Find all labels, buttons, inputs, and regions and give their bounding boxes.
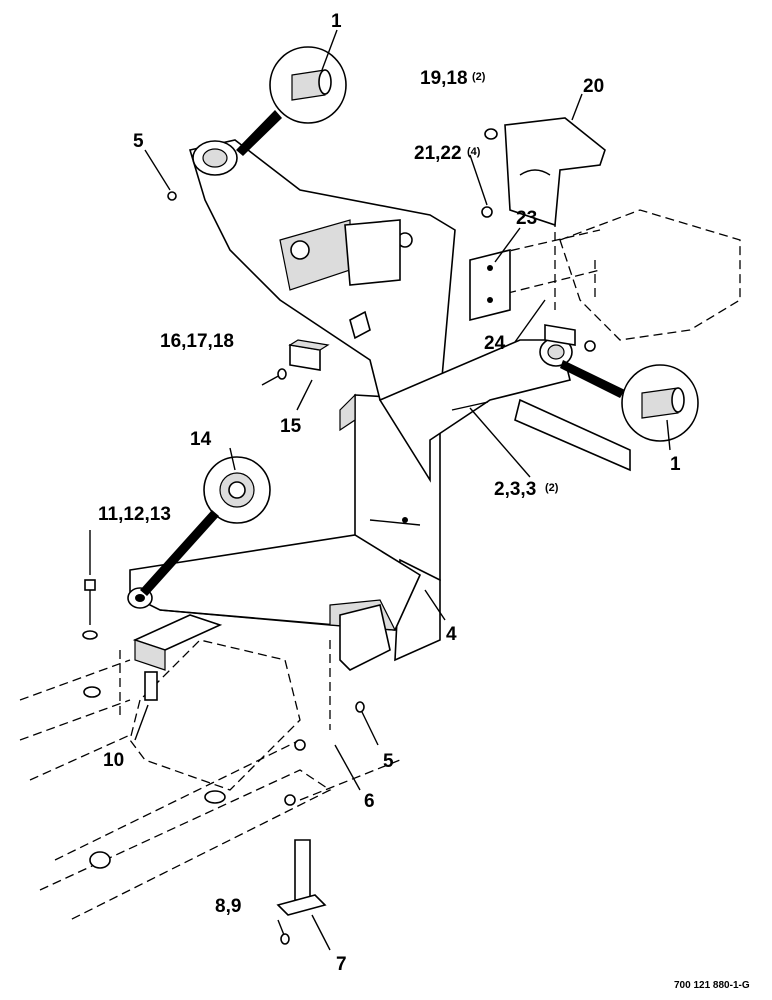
callout-6: 6 bbox=[364, 791, 375, 812]
callout-8-9: 8,9 bbox=[215, 896, 241, 917]
pin-10 bbox=[144, 671, 158, 701]
shield-20 bbox=[504, 117, 606, 227]
callout-20: 20 bbox=[583, 76, 604, 97]
callout-14: 14 bbox=[190, 429, 212, 450]
left-pad-bracket bbox=[132, 604, 391, 671]
leader-lines bbox=[89, 29, 671, 951]
callout-19-18-qty: (2) bbox=[472, 71, 486, 83]
bushing-detail-14 bbox=[140, 456, 271, 596]
callout-16-17-18: 16,17,18 bbox=[160, 331, 234, 352]
block-15 bbox=[288, 339, 330, 371]
callout-21-22: 21,22 bbox=[414, 143, 462, 164]
callout-2-3-3: 2,3,3 bbox=[494, 479, 536, 500]
upper-arm bbox=[188, 139, 456, 401]
plate-23 bbox=[469, 248, 511, 322]
callout-24: 24 bbox=[484, 333, 506, 354]
post-7 bbox=[276, 839, 327, 916]
callout-4: 4 bbox=[446, 624, 457, 645]
callout-1-top: 1 bbox=[331, 11, 342, 32]
bushing-detail-top bbox=[236, 46, 347, 156]
lower-mount-frame-dashed bbox=[19, 639, 401, 921]
bushing-detail-right bbox=[560, 360, 699, 442]
callout-21-22-qty: (4) bbox=[467, 146, 481, 158]
callout-7: 7 bbox=[336, 954, 347, 975]
callout-1-right: 1 bbox=[670, 454, 681, 475]
small-hardware bbox=[89, 128, 596, 945]
callout-5-bottom: 5 bbox=[383, 751, 394, 772]
bolt-11-12-13 bbox=[82, 579, 101, 698]
callout-15: 15 bbox=[280, 416, 302, 437]
drawing-number: 700 121 880-1-G bbox=[674, 980, 750, 991]
callout-5-top: 5 bbox=[133, 131, 144, 152]
callout-11-12-13: 11,12,13 bbox=[98, 504, 171, 525]
callout-10: 10 bbox=[103, 750, 124, 771]
bolt-16-17-18 bbox=[261, 310, 371, 386]
callout-23: 23 bbox=[516, 208, 537, 229]
callouts: 1 5 19,18 (2) 20 21,22 (4) 23 24 16,17,1… bbox=[98, 11, 750, 991]
right-arm bbox=[378, 324, 631, 483]
callout-19-18: 19,18 bbox=[420, 68, 468, 89]
callout-2-3-3-qty: (2) bbox=[545, 482, 559, 494]
